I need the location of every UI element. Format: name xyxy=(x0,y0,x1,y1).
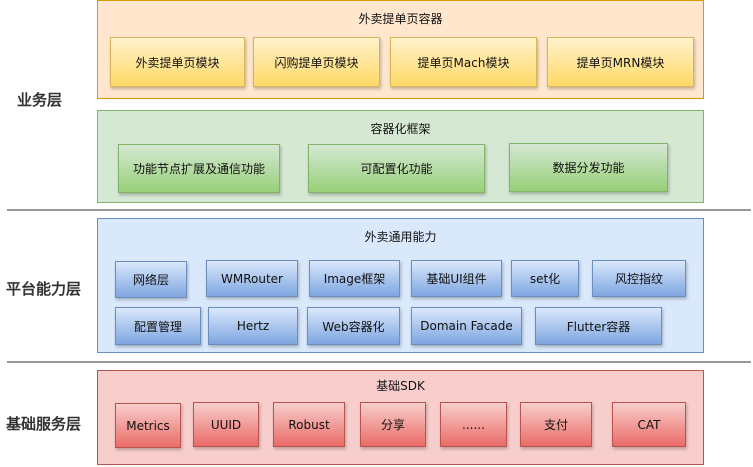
ability-domain-facade: Domain Facade xyxy=(411,307,522,345)
divider-platform-base xyxy=(7,361,751,363)
ability-set: set化 xyxy=(511,260,579,297)
order-page-container: 外卖提单页容器 外卖提单页模块 闪购提单页模块 提单页Mach模块 提单页MRN… xyxy=(97,0,704,99)
container-framework: 容器化框架 功能节点扩展及通信功能 可配置化功能 数据分发功能 xyxy=(97,110,704,203)
base-sdk-title: 基础SDK xyxy=(376,379,425,393)
sdk-cat: CAT xyxy=(612,402,686,447)
ability-network: 网络层 xyxy=(115,261,187,298)
sdk-metrics: Metrics xyxy=(115,403,181,448)
ability-web-container: Web容器化 xyxy=(307,307,400,345)
ability-image-framework: Image框架 xyxy=(309,260,400,297)
divider-business-platform xyxy=(7,209,751,211)
ability-hertz: Hertz xyxy=(208,307,298,345)
sdk-robust: Robust xyxy=(273,402,345,447)
framework-node-extension: 功能节点扩展及通信功能 xyxy=(118,144,280,193)
framework-configurable: 可配置化功能 xyxy=(308,144,485,193)
ability-config-management: 配置管理 xyxy=(115,307,201,345)
common-ability-container: 外卖通用能力 网络层 WMRouter Image框架 基础UI组件 set化 … xyxy=(97,218,704,353)
container-framework-title: 容器化框架 xyxy=(370,122,431,136)
sdk-uuid: UUID xyxy=(193,402,259,447)
common-ability-title: 外卖通用能力 xyxy=(364,230,437,244)
module-waimai: 外卖提单页模块 xyxy=(110,37,245,87)
module-mach: 提单页Mach模块 xyxy=(390,37,537,87)
sdk-more: ...... xyxy=(440,402,507,447)
ability-base-ui: 基础UI组件 xyxy=(411,260,502,297)
sdk-payment: 支付 xyxy=(520,402,592,447)
ability-flutter-container: Flutter容器 xyxy=(535,307,662,345)
ability-wmrouter: WMRouter xyxy=(206,260,298,297)
ability-risk-fingerprint: 风控指纹 xyxy=(592,260,686,297)
framework-data-dispatch: 数据分发功能 xyxy=(509,143,668,192)
module-mrn: 提单页MRN模块 xyxy=(547,37,694,87)
layer-label-base: 基础服务层 xyxy=(6,415,82,433)
sdk-share: 分享 xyxy=(360,402,426,447)
base-sdk-container: 基础SDK Metrics UUID Robust 分享 ...... 支付 C… xyxy=(97,370,704,465)
module-shangou: 闪购提单页模块 xyxy=(253,37,380,87)
order-page-container-title: 外卖提单页容器 xyxy=(358,12,443,26)
layer-label-business: 业务层 xyxy=(17,91,63,109)
layer-label-platform: 平台能力层 xyxy=(6,280,82,298)
